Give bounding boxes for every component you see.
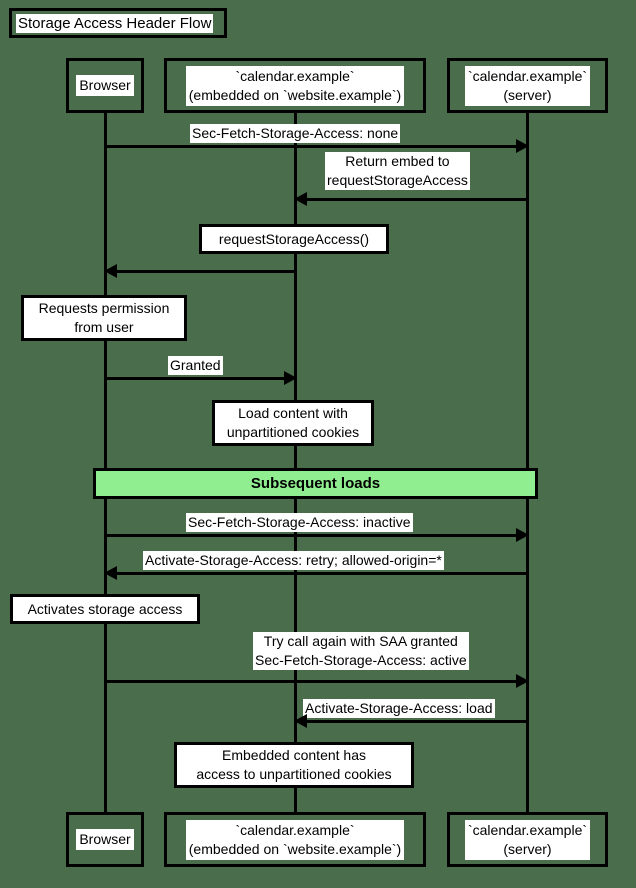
message-label-activate-retry: Activate-Storage-Access: retry; allowed-… [143,551,444,570]
divider-subsequent-loads: Subsequent loads [93,468,538,499]
participant-browser-bottom-label: Browser [76,829,134,850]
note-request-storage-access-label: requestStorageAccess() [216,229,372,249]
note-load-content: Load content with unpartitioned cookies [212,400,374,446]
arrowhead-right-1 [516,139,529,153]
participant-server-bottom-label: `calendar.example` (server) [464,819,591,860]
note-requests-permission: Requests permission from user [21,295,187,341]
note-requests-permission-label: Requests permission from user [36,299,172,337]
note-embedded-content-access-label: Embedded content has access to unpartiti… [194,746,394,784]
note-load-content-label: Load content with unpartitioned cookies [224,404,362,442]
message-line-1 [104,145,523,148]
participant-server-top[interactable]: `calendar.example` (server) [447,58,608,113]
participant-browser-bottom[interactable]: Browser [66,812,144,867]
diagram-title-frame: Storage Access Header Flow [9,8,227,38]
arrowhead-right-5 [516,528,529,542]
participant-browser-top[interactable]: Browser [66,58,144,113]
arrowhead-right-4 [284,371,297,385]
message-line-7 [104,680,523,683]
message-line-4 [104,377,291,380]
arrowhead-left-6 [104,566,117,580]
page-title: Storage Access Header Flow [16,13,214,33]
participant-server-bottom[interactable]: `calendar.example` (server) [447,812,608,867]
lifeline-browser [104,113,107,813]
arrowhead-right-7 [516,674,529,688]
note-activates-storage-access: Activates storage access [10,594,200,624]
lifeline-server [526,113,529,813]
participant-server-top-label: `calendar.example` (server) [464,65,591,106]
participant-embed-bottom[interactable]: `calendar.example` (embedded on `website… [164,812,426,867]
message-label-sec-fetch-inactive: Sec-Fetch-Storage-Access: inactive [186,513,413,532]
arrowhead-left-2 [294,192,307,206]
arrowhead-left-8 [294,714,307,728]
message-label-return-embed: Return embed to requestStorageAccess [325,152,470,190]
message-line-8 [303,720,527,723]
message-label-activate-load: Activate-Storage-Access: load [303,699,495,718]
note-request-storage-access: requestStorageAccess() [199,224,389,254]
message-line-3 [113,270,296,273]
note-activates-storage-access-label: Activates storage access [25,599,185,619]
participant-embed-top[interactable]: `calendar.example` (embedded on `website… [164,58,426,113]
lifeline-embed [294,113,297,813]
participant-browser-top-label: Browser [76,75,134,96]
participant-embed-bottom-label: `calendar.example` (embedded on `website… [185,819,405,860]
message-label-try-call-again: Try call again with SAA granted Sec-Fetc… [253,632,469,670]
message-line-2 [303,198,527,201]
divider-subsequent-loads-label: Subsequent loads [250,475,381,492]
message-line-5 [104,534,523,537]
message-label-sec-fetch-none: Sec-Fetch-Storage-Access: none [190,124,401,143]
message-line-6 [113,572,527,575]
note-embedded-content-access: Embedded content has access to unpartiti… [174,742,414,788]
participant-embed-top-label: `calendar.example` (embedded on `website… [185,65,405,106]
arrowhead-left-3 [104,264,117,278]
message-label-granted: Granted [168,356,223,375]
